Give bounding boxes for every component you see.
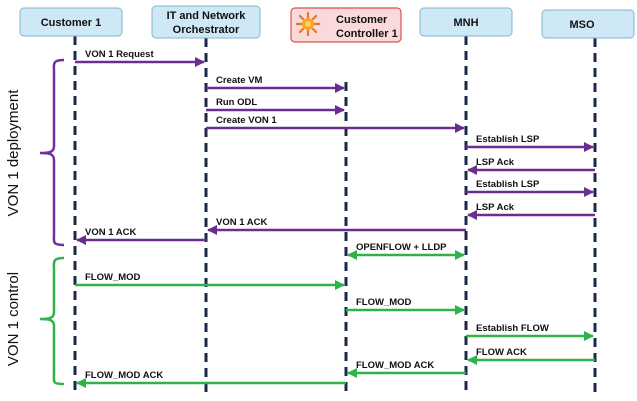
message-label: VON 1 ACK bbox=[216, 217, 268, 228]
participant-label-line2: Controller 1 bbox=[336, 28, 398, 40]
participant-customer1[interactable]: Customer 1 bbox=[19, 7, 123, 37]
participant-mso[interactable]: MSO bbox=[541, 9, 635, 39]
section-label-deployment: VON 1 deployment bbox=[5, 89, 22, 217]
message-label: Create VM bbox=[216, 75, 263, 86]
message-arrow[interactable]: FLOW_MOD ACK bbox=[347, 360, 466, 378]
participant-mnh[interactable]: MNH bbox=[419, 7, 513, 37]
message-label: FLOW_MOD ACK bbox=[356, 360, 434, 371]
message-arrow[interactable]: FLOW ACK bbox=[467, 347, 595, 365]
participant-customer-controller[interactable]: Customer Controller 1 bbox=[290, 7, 402, 43]
message-arrow[interactable]: FLOW_MOD ACK bbox=[76, 370, 346, 388]
message-arrow[interactable]: OPENFLOW + LLDP bbox=[347, 242, 465, 260]
message-label: Create VON 1 bbox=[216, 115, 277, 126]
message-label: VON 1 Request bbox=[85, 49, 154, 60]
section-brace-control: VON 1 control bbox=[5, 256, 65, 386]
message-arrow[interactable]: Establish FLOW bbox=[466, 323, 594, 341]
participant-label: Customer bbox=[336, 14, 388, 26]
message-label: FLOW_MOD bbox=[85, 272, 141, 283]
message-arrow[interactable]: Create VON 1 bbox=[206, 115, 465, 133]
message-label: Establish LSP bbox=[476, 179, 540, 190]
message-arrow[interactable]: VON 1 Request bbox=[75, 49, 205, 67]
message-label: FLOW_MOD bbox=[356, 297, 412, 308]
message-label: Establish FLOW bbox=[476, 323, 549, 334]
message-arrow[interactable]: VON 1 ACK bbox=[207, 217, 466, 235]
message-label: Run ODL bbox=[216, 97, 257, 108]
section-brace-deployment: VON 1 deployment bbox=[5, 58, 65, 247]
message-arrow[interactable]: Create VM bbox=[206, 75, 345, 93]
message-label: FLOW ACK bbox=[476, 347, 527, 358]
participant-label: MSO bbox=[569, 19, 595, 31]
message-arrow[interactable]: Run ODL bbox=[206, 97, 345, 115]
message-label: VON 1 ACK bbox=[85, 227, 137, 238]
participant-label: MNH bbox=[453, 17, 478, 29]
participant-label-line2: Orchestrator bbox=[173, 24, 240, 36]
participant-label: Customer 1 bbox=[41, 17, 102, 29]
message-arrow[interactable]: FLOW_MOD bbox=[75, 272, 345, 290]
message-label: Establish LSP bbox=[476, 134, 540, 145]
message-label: FLOW_MOD ACK bbox=[85, 370, 163, 381]
message-arrow[interactable]: FLOW_MOD bbox=[346, 297, 465, 315]
orange-burst-logo-icon bbox=[295, 11, 321, 37]
message-label: OPENFLOW + LLDP bbox=[356, 242, 447, 253]
message-label: LSP Ack bbox=[476, 157, 515, 168]
participant-orchestrator[interactable]: IT and Network Orchestrator bbox=[151, 5, 261, 39]
message-arrow[interactable]: VON 1 ACK bbox=[76, 227, 206, 245]
section-label-control: VON 1 control bbox=[5, 272, 22, 366]
message-arrow[interactable]: Establish LSP bbox=[466, 179, 594, 197]
message-arrow[interactable]: Establish LSP bbox=[466, 134, 594, 152]
message-label: LSP Ack bbox=[476, 202, 515, 213]
participant-label: IT and Network bbox=[167, 10, 247, 22]
message-arrow[interactable]: LSP Ack bbox=[467, 202, 595, 220]
message-arrow[interactable]: LSP Ack bbox=[467, 157, 595, 175]
